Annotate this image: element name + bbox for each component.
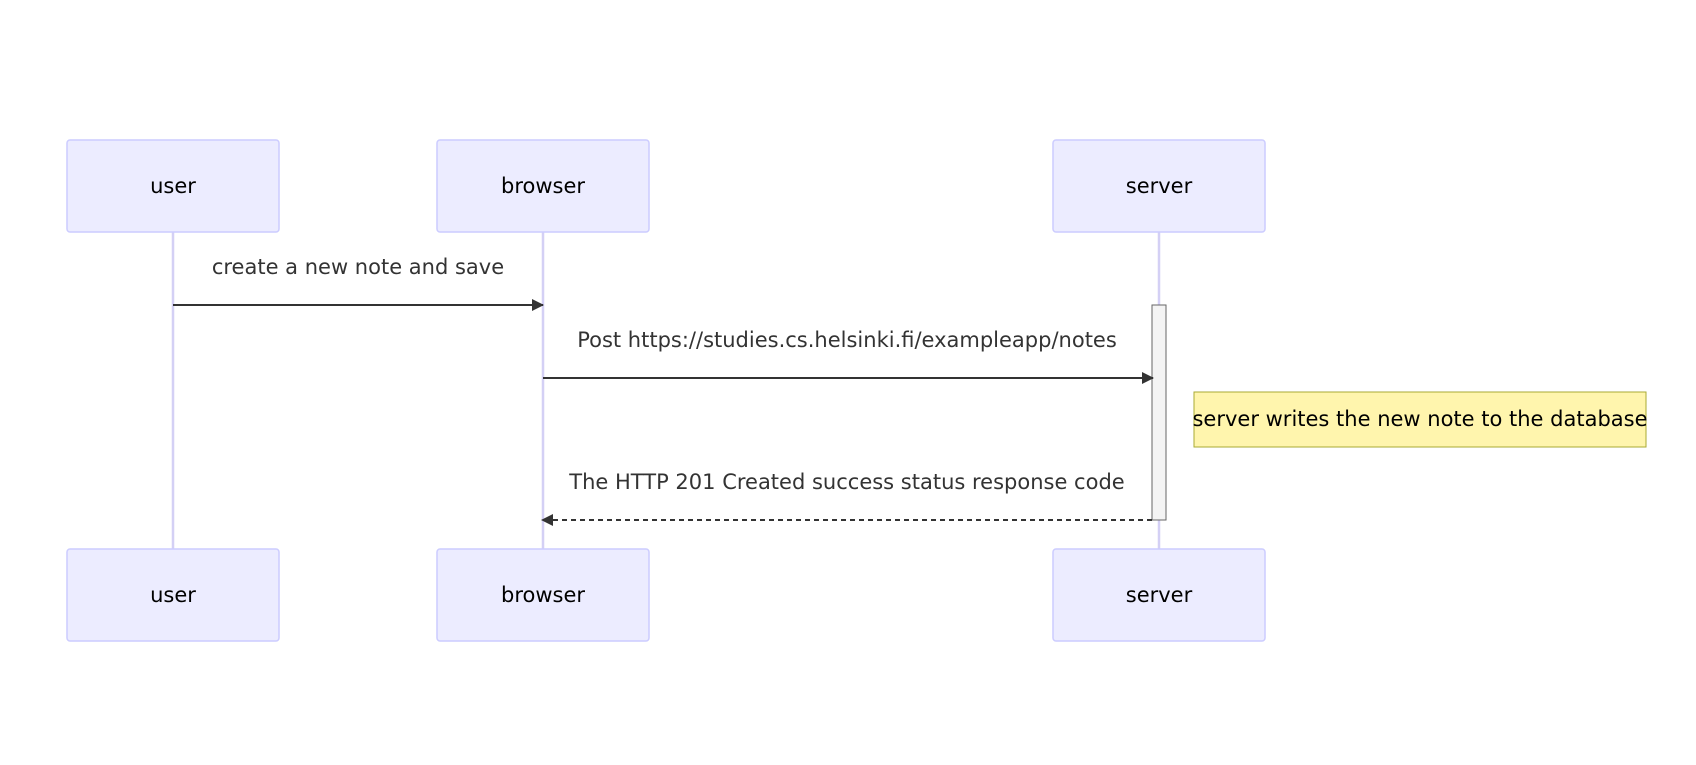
actor-top-user: user bbox=[66, 139, 280, 233]
actor-top-browser: browser bbox=[436, 139, 650, 233]
message-label: Post https://studies.cs.helsinki.fi/exam… bbox=[577, 328, 1117, 352]
message-label: create a new note and save bbox=[212, 255, 504, 279]
actor-bottom-user: user bbox=[66, 548, 280, 642]
actor-label: browser bbox=[501, 583, 585, 607]
message-label: The HTTP 201 Created success status resp… bbox=[568, 470, 1124, 494]
actor-label: server bbox=[1126, 174, 1193, 198]
actor-label: user bbox=[150, 174, 196, 198]
actor-bottom-browser: browser bbox=[436, 548, 650, 642]
actor-bottom-server: server bbox=[1052, 548, 1266, 642]
actor-top-server: server bbox=[1052, 139, 1266, 233]
actor-label: server bbox=[1126, 583, 1193, 607]
note: server writes the new note to the databa… bbox=[1192, 391, 1648, 448]
activation-bar-server bbox=[1151, 304, 1167, 521]
actor-label: browser bbox=[501, 174, 585, 198]
actor-label: user bbox=[150, 583, 196, 607]
note-text: server writes the new note to the databa… bbox=[1192, 407, 1647, 431]
